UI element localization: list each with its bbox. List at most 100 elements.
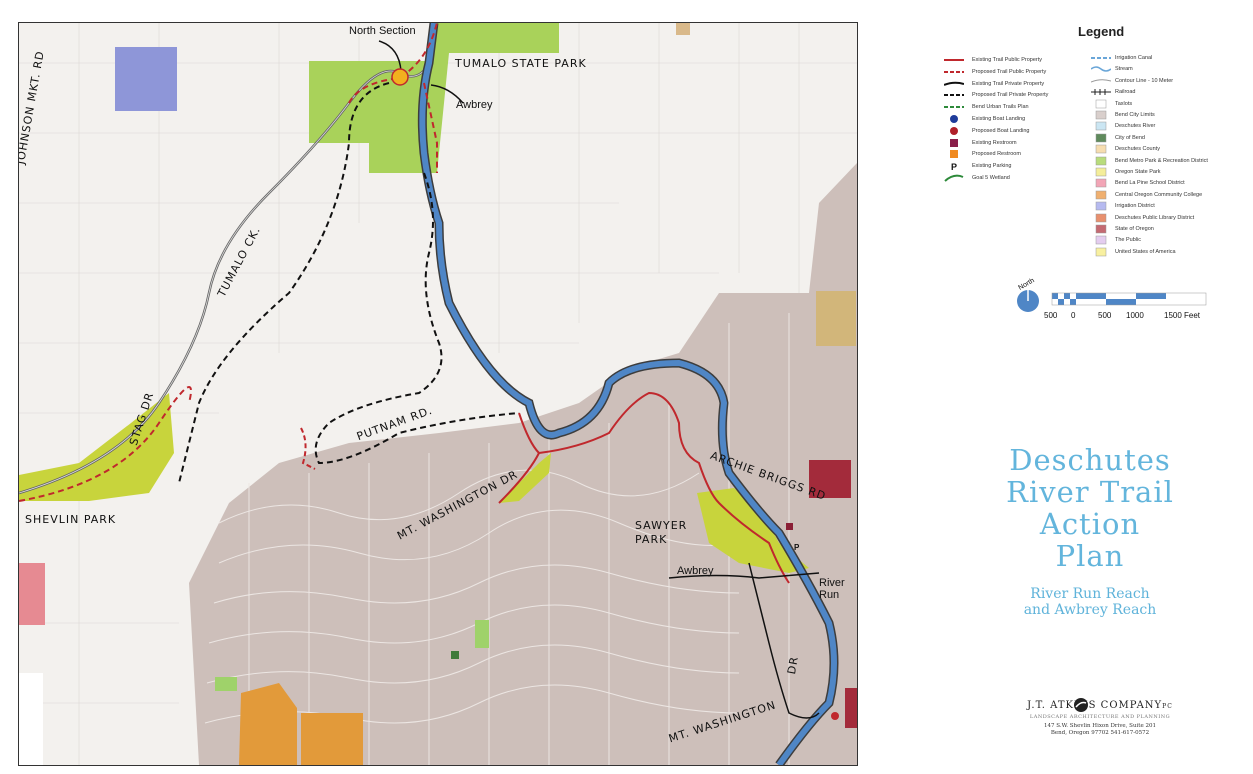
legend-item-label: Bend City Limits: [1115, 112, 1155, 118]
legend-item-label: Existing Parking: [972, 163, 1012, 170]
legend-symbol-icon: [944, 114, 964, 124]
legend-symbol-icon: [944, 149, 964, 159]
map-panel[interactable]: P North Section TUMALO STATE PARK Awbrey…: [18, 22, 858, 766]
white-parcel: [19, 673, 43, 765]
shevlin-park-area: [19, 393, 174, 501]
firm-name-text: J.T. ATKINS COMPANY: [1027, 700, 1163, 711]
legend-swatch-icon: [1091, 156, 1111, 166]
legend-item-label: Proposed Trail Public Property: [972, 68, 1047, 75]
legend-item-label: Contour Line - 10 Meter: [1115, 77, 1174, 84]
county-parcel-ne: [816, 291, 856, 346]
legend-item-label: State of Oregon: [1115, 226, 1154, 232]
legend-item-label: Goal 5 Wetland: [972, 175, 1010, 181]
title-block: Deschutes River Trail Action Plan River …: [955, 444, 1225, 618]
trail-existing-private: [748, 562, 820, 719]
proposed-boat-landing[interactable]: [831, 712, 839, 720]
tumalo-state-park-label: TUMALO STATE PARK: [455, 57, 587, 70]
legend-swatch-icon: [1091, 110, 1111, 120]
restroom-marker[interactable]: [786, 523, 793, 530]
legend-item-label: The Public: [1115, 237, 1141, 244]
legend-symbol-icon: [944, 173, 964, 183]
legend-swatch-icon: [1091, 190, 1111, 200]
legend-symbol-icon: [944, 90, 964, 100]
parking-marker[interactable]: P: [794, 543, 800, 552]
title-line-4: Plan: [1055, 539, 1125, 573]
map-canvas: P: [19, 23, 857, 765]
firm-address: 147 S.W. Shevlin Hixon Drive, Suite 201 …: [1000, 723, 1200, 737]
small-parcel: [676, 23, 690, 35]
sawyer-park-label: SAWYER PARK: [635, 519, 688, 546]
legend-symbol-icon: [943, 79, 965, 89]
legend-item-label: United States of America: [1115, 248, 1176, 255]
legend-swatch-icon: [1091, 133, 1111, 143]
tumalo-state-park-area: [309, 23, 559, 173]
legend-item-label: Oregon State Park: [1115, 169, 1161, 175]
firm-suffix: PC: [1162, 703, 1173, 710]
legend-swatch-icon: [1091, 167, 1111, 177]
city-parcel-small: [451, 651, 459, 659]
legend-item-label: Railroad: [1115, 89, 1136, 96]
legend-item-label: Proposed Trail Private Property: [972, 92, 1049, 99]
north-section-leader: [378, 40, 402, 72]
legend-item-label: Bend Urban Trails Plan: [972, 104, 1029, 111]
legend-symbol-icon: [944, 55, 964, 65]
legend-item-label: Central Oregon Community College: [1115, 191, 1203, 198]
legend-symbol-icon: [944, 126, 964, 136]
title-line-2: River Trail: [1006, 475, 1174, 509]
trail-existing-public: [518, 391, 790, 584]
trail-proposed-public-2: [423, 82, 438, 173]
legend-item-label: Proposed Restroom: [972, 151, 1021, 158]
legend-item-label: City of Bend: [1115, 134, 1145, 141]
north-section-label: North Section: [349, 25, 416, 37]
legend-item-label: Deschutes County: [1115, 146, 1160, 153]
state-parcel-maroon: [809, 460, 851, 498]
firm-logo-icon: [1074, 698, 1088, 712]
scale-tick-4: 1500 Feet: [1164, 311, 1201, 320]
legend-swatch-icon: [1091, 99, 1111, 109]
scale-tick-2: 500: [1098, 311, 1112, 320]
awbrey-south-label: Awbrey: [677, 565, 714, 577]
trail-existing-public-2: [498, 452, 540, 504]
scale-tick-3: 1000: [1126, 311, 1144, 320]
awbrey-north-leader: [430, 84, 464, 104]
firm-address-line-1: 147 S.W. Shevlin Hixon Drive, Suite 201: [1044, 723, 1156, 729]
park-parcel-small: [475, 620, 489, 648]
river-run-label: River Run: [819, 577, 845, 601]
legend-swatch-icon: [1091, 247, 1111, 257]
bend-city-area: [189, 163, 857, 765]
legend-swatch-icon: [1091, 121, 1111, 131]
trail-proposed-public-north: [348, 23, 438, 104]
legend-swatch-icon: [1091, 224, 1111, 234]
boat-landing-marker[interactable]: [391, 68, 409, 86]
street-grid: [204, 313, 790, 765]
svg-text:P: P: [951, 162, 957, 171]
firm-name: J.T. ATKINS COMPANYPC: [1000, 700, 1200, 711]
plan-subtitle: River Run Reach and Awbrey Reach: [955, 586, 1225, 618]
legend-swatch-icon: [1091, 201, 1111, 211]
trail-proposed-private-2: [314, 172, 520, 465]
park-parcel-small-2: [215, 677, 237, 691]
legend-swatch-icon: [1091, 87, 1111, 97]
legend-item-label: Existing Trail Private Property: [972, 80, 1045, 87]
subtitle-line-2: and Awbrey Reach: [1023, 602, 1157, 618]
legend-item-label: Deschutes River: [1115, 123, 1156, 130]
cocc-parcel: [239, 683, 297, 765]
legend-swatch-icon: [1090, 76, 1112, 86]
trail-proposed-public-3: [300, 427, 316, 470]
state-parcel-maroon-2: [845, 688, 857, 728]
scale-tick-0: 500: [1044, 311, 1058, 320]
trail-proposed-public: [19, 386, 192, 502]
legend-item-label: Bend Metro Park & Recreation District: [1115, 157, 1208, 164]
trail-proposed-private: [178, 82, 390, 484]
legend-item-label: Existing Trail Public Property: [972, 57, 1042, 63]
legend-symbol-icon: [944, 138, 964, 148]
legend-symbol-icon: [944, 67, 964, 77]
firm-tagline: LANDSCAPE ARCHITECTURE AND PLANNING: [1029, 714, 1171, 720]
cocc-parcel-2: [301, 713, 363, 765]
legend-item-label: Existing Boat Landing: [972, 116, 1026, 122]
legend-symbol-icon: [944, 102, 964, 112]
legend-swatch-icon: [1091, 235, 1111, 245]
subtitle-line-1: River Run Reach: [1030, 586, 1150, 602]
irrigation-district-parcel: [115, 47, 177, 111]
legend-item-label: Irrigation District: [1115, 203, 1155, 210]
